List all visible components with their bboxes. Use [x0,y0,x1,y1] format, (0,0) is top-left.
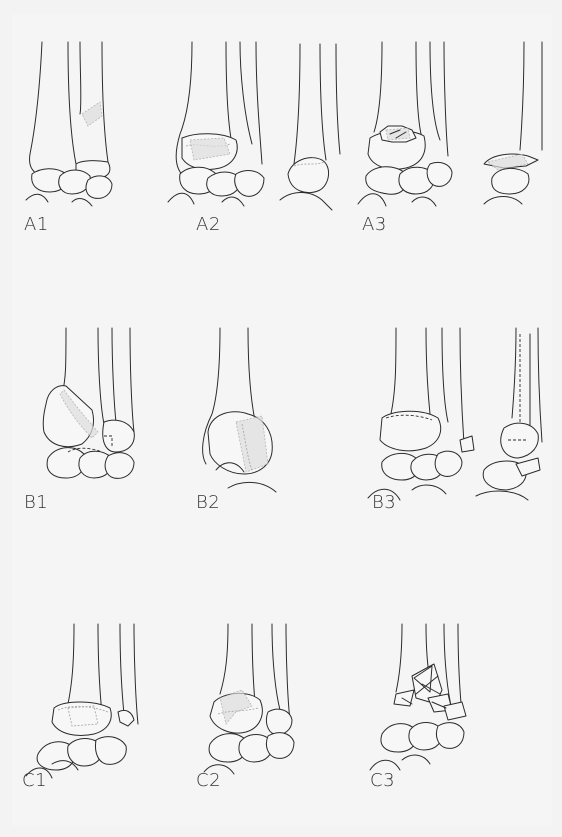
c1-illustration [12,594,172,794]
panel-c2: C2 [182,594,342,824]
a1-illustration [12,14,172,214]
panel-label: A2 [196,214,221,235]
c3-illustration [352,594,552,794]
panel-b2: B2 [182,314,342,544]
panel-label: C3 [370,770,395,791]
panel-label: C2 [196,770,221,791]
panel-b3: B3 [352,314,552,544]
panel-a3: A3 [352,14,552,244]
panel-label: A3 [362,214,387,235]
a3-illustration [352,14,552,214]
panel-c1: C1 [12,594,172,824]
a2-illustration [160,14,360,214]
c2-illustration [182,594,342,794]
panel-a2: A2 [160,14,360,244]
b3-illustration [352,314,552,514]
panel-b1: B1 [12,314,172,544]
panel-a1: A1 [12,14,172,244]
panel-label: A1 [24,214,49,235]
b2-illustration [182,314,342,514]
b1-illustration [12,314,172,514]
fracture-classification-figure: A1 A2 [12,14,552,826]
panel-c3: C3 [352,594,552,824]
panel-label: C1 [22,770,47,791]
panel-label: B1 [24,492,48,513]
panel-label: B3 [372,492,396,513]
panel-label: B2 [196,492,220,513]
